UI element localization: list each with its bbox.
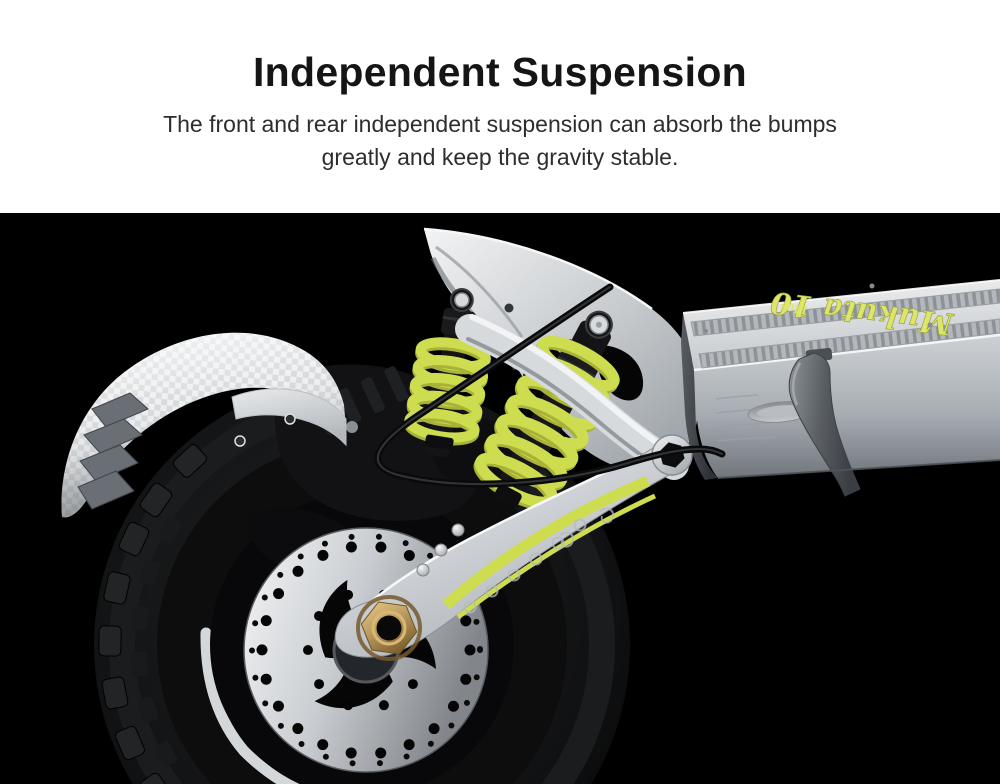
product-photo: Mukuta 10 Plus [0,213,1000,784]
swingarm-rivet [416,563,430,577]
swingarm [334,434,693,661]
swingarm-engraving [463,507,614,614]
front-fender-fins [77,392,149,510]
subtitle-line-1: The front and rear independent suspensio… [163,111,837,137]
brake-cable [374,283,726,488]
deck-logo-suffix: Plus [780,300,809,316]
swingarm-lime-stripe [456,493,657,619]
swingarm-lime-stripe [442,475,651,610]
deck-side-face [694,335,1000,478]
deck-grip-track [690,288,1000,337]
axle-nut [356,595,422,661]
deck: Mukuta 10 Plus [681,279,1000,497]
fender-bolt-hole [284,413,296,425]
section-header: Independent Suspension The front and rea… [0,0,1000,213]
deck-side-seams [715,394,777,442]
deck-front-face [681,313,718,480]
wheel-rim-ring [200,627,300,784]
scooter-rear-suspension-illustration: Mukuta 10 Plus [0,213,1000,784]
front-fender-panel [231,388,347,447]
deck-grip-track [698,318,1000,369]
section-title: Independent Suspension [252,49,748,95]
front-fender [61,332,347,518]
fender-bolt-hole [234,435,246,447]
subtitle-line-2: greatly and keep the gravity stable. [321,144,679,170]
section-subtitle: The front and rear independent suspensio… [70,108,930,174]
kickstand [788,352,861,497]
swingarm-rivet [451,523,465,537]
swingarm-rivet [434,543,448,557]
